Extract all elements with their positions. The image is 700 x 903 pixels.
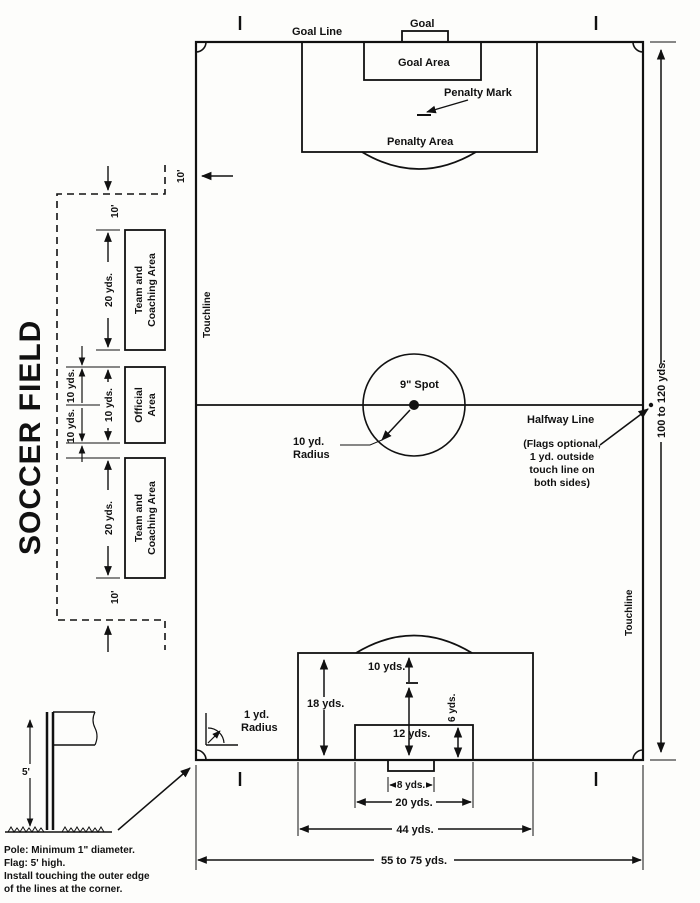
corner-arc-tr — [632, 41, 644, 53]
official-ten-yds-bg — [101, 382, 116, 428]
official-ten-yds-label: 10 yds. — [104, 388, 115, 422]
goal-width-bg — [396, 778, 426, 790]
official-area — [124, 366, 166, 444]
team-area-bottom — [124, 457, 166, 579]
penalty-mark-arrow — [426, 99, 469, 114]
flag-cloth — [53, 711, 95, 746]
pole-height-bg — [18, 764, 42, 778]
page-title: SOCCER FIELD — [14, 320, 47, 555]
center-circle — [362, 353, 466, 457]
gap-top-label: 10 yds. — [66, 369, 77, 403]
bottom-penalty-arc — [355, 634, 473, 654]
touchline-left-label: Touchline — [202, 291, 213, 338]
center-spot — [409, 400, 419, 410]
flag-cloth-edge — [92, 711, 98, 746]
goal-area-width-label: 20 yds. — [395, 797, 432, 809]
goal-label: Goal — [410, 18, 434, 30]
pole-note-line-4: of the lines at the corner. — [4, 884, 123, 895]
six-yds-label: 6 yds. — [447, 693, 458, 722]
top-goal — [401, 30, 449, 43]
eighteen-yds-label: 18 yds. — [307, 698, 344, 710]
field-length-label: 100 to 120 yds. — [656, 360, 668, 438]
team-area-top-label-1: Team and — [133, 266, 145, 314]
corner-arc-tl — [195, 41, 207, 53]
top-goal-area — [363, 41, 482, 81]
bottom-goal — [387, 759, 435, 772]
corner-arc-br — [632, 749, 644, 761]
pole-to-corner-arrow — [117, 767, 191, 831]
goal-width-label: 8 yds. — [397, 780, 426, 791]
team-area-bottom-label-1: Team and — [133, 494, 145, 542]
corner-detail-arrow — [207, 730, 221, 744]
twelve-yds-label: 12 yds. — [393, 728, 430, 740]
halfway-flag-arrow — [599, 408, 649, 446]
grass-tufts — [7, 826, 105, 833]
pole-height-label: 5' — [22, 767, 30, 778]
team-area-top — [124, 229, 166, 351]
halfway-flag-dot — [648, 402, 654, 408]
field-width-label: 55 to 75 yds. — [381, 855, 447, 867]
team-area-ten-feet-bottom: 10' — [110, 590, 121, 604]
center-radius-leader — [340, 439, 383, 446]
goal-area-width-bg — [392, 795, 436, 808]
bottom-goal-area — [354, 724, 474, 761]
top-ten-feet-label: 10' — [176, 169, 187, 183]
twenty-yds-top-label: 20 yds. — [104, 273, 115, 307]
penalty-width-label: 44 yds. — [396, 824, 433, 836]
official-area-label-2: Area — [146, 393, 158, 417]
team-area-ten-feet-top: 10' — [110, 204, 121, 218]
gap-bottom-label: 10 yds. — [66, 409, 77, 443]
touchline-right-label: Touchline — [624, 589, 635, 636]
pole-note-line-3: Install touching the outer edge — [4, 871, 150, 882]
top-penalty-arc — [361, 151, 477, 170]
technical-area-outline — [56, 165, 166, 650]
goal-line-label: Goal Line — [292, 26, 342, 38]
ten-yds-label: 10 yds. — [368, 661, 405, 673]
corner-radius-label-1: 1 yd. — [244, 709, 269, 721]
twenty-yds-bottom-label: 20 yds. — [104, 501, 115, 535]
flags-note-line-4: both sides) — [534, 477, 590, 489]
penalty-mark-label: Penalty Mark — [444, 87, 513, 99]
flags-note-line-3: touch line on — [529, 464, 594, 476]
flags-note-line-1: (Flags optional, — [523, 438, 601, 450]
field-width-bg — [374, 853, 454, 866]
corner-radius-label-2: Radius — [241, 722, 278, 734]
corner-arc-bl — [195, 749, 207, 761]
pole-note-line-2: Flag: 5' high. — [4, 858, 65, 869]
eighteen-yds-bg — [306, 697, 352, 710]
official-area-label-1: Official — [133, 387, 145, 423]
center-radius-label-1: 10 yd. — [293, 436, 324, 448]
flags-note-line-2: 1 yd. outside — [530, 451, 594, 463]
goal-area-label: Goal Area — [398, 57, 450, 69]
penalty-width-bg — [392, 822, 438, 835]
center-radius-line — [381, 409, 411, 441]
team-area-bottom-label-2: Coaching Area — [146, 481, 158, 555]
team-area-top-label-2: Coaching Area — [146, 253, 158, 327]
center-spot-label: 9" Spot — [400, 379, 439, 391]
center-radius-label-2: Radius — [293, 449, 330, 461]
penalty-area-label: Penalty Area — [387, 136, 454, 148]
twenty-yds-top-bg — [101, 262, 116, 318]
twenty-yds-bottom-bg — [101, 490, 116, 546]
pole-note-line-1: Pole: Minimum 1" diameter. — [4, 845, 135, 856]
halfway-line-label: Halfway Line — [527, 414, 594, 426]
